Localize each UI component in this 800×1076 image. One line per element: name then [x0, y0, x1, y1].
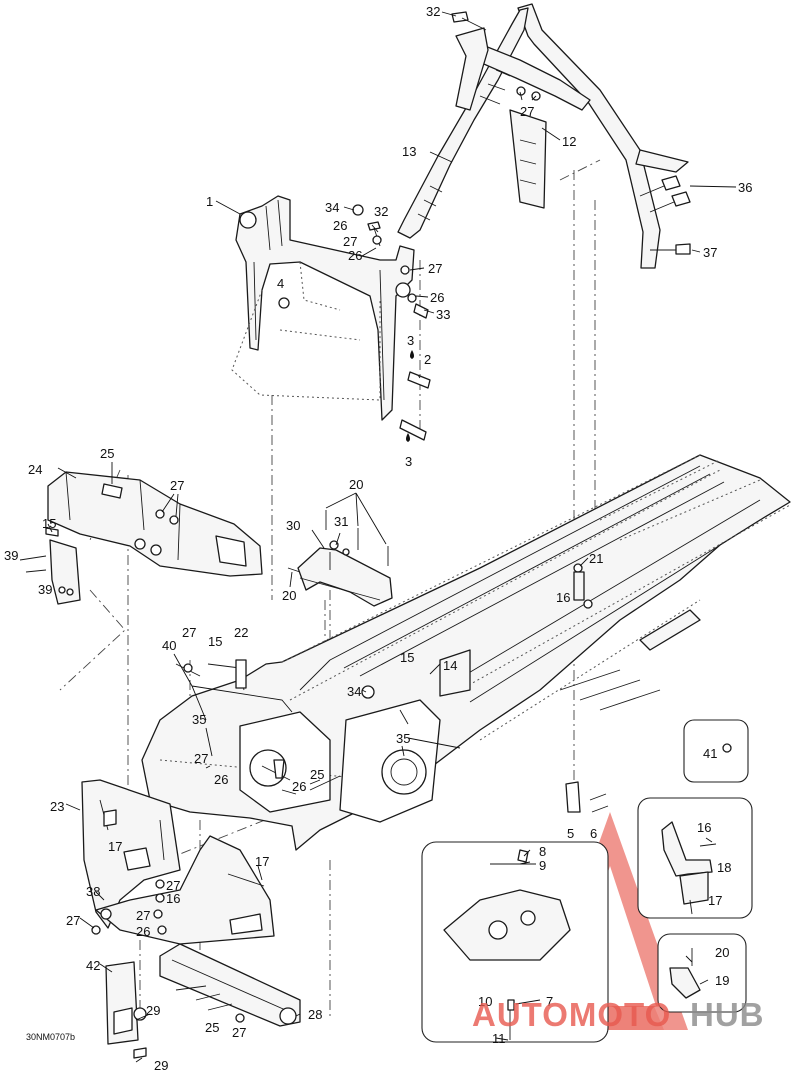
bolts-upper — [451, 11, 691, 255]
callout-31: 31 — [334, 514, 348, 529]
callout-35: 35 — [396, 731, 410, 746]
callout-26: 26 — [333, 218, 347, 233]
callout-20: 20 — [715, 945, 729, 960]
callout-26: 26 — [348, 248, 362, 263]
callout-29: 29 — [154, 1058, 168, 1073]
callout-39: 39 — [4, 548, 18, 563]
callout-25: 25 — [310, 767, 324, 782]
drawing-reference-code: 30NM0707b — [26, 1032, 75, 1042]
callout-32: 32 — [426, 4, 440, 19]
callout-17: 17 — [708, 893, 722, 908]
callout-25: 25 — [205, 1020, 219, 1035]
lower-cross-member — [105, 943, 301, 1059]
bracket-30 — [287, 510, 393, 607]
callout-17: 17 — [108, 839, 122, 854]
callout-1: 1 — [206, 194, 213, 209]
callout-7: 7 — [546, 994, 553, 1009]
callout-4: 4 — [277, 276, 284, 291]
callout-42: 42 — [86, 958, 100, 973]
detail-inset — [421, 841, 609, 1043]
watermark-brand-right: HUB — [690, 996, 765, 1033]
callout-27: 27 — [182, 625, 196, 640]
callout-28: 28 — [308, 1007, 322, 1022]
callout-20: 20 — [349, 477, 363, 492]
callout-15: 15 — [208, 634, 222, 649]
callout-11: 11 — [492, 1031, 506, 1046]
callout-26: 26 — [292, 779, 306, 794]
callout-26: 26 — [136, 924, 150, 939]
callout-38: 38 — [86, 884, 100, 899]
callout-10: 10 — [478, 994, 492, 1009]
callout-18: 18 — [717, 860, 731, 875]
callout-21: 21 — [589, 551, 603, 566]
steering-support-frame — [397, 3, 689, 269]
callout-29: 29 — [146, 1003, 160, 1018]
callout-26: 26 — [430, 290, 444, 305]
callout-23: 23 — [50, 799, 64, 814]
callout-37: 37 — [703, 245, 717, 260]
callout-41: 41 — [703, 746, 717, 761]
callout-labels: 32 27 12 13 36 37 1 34 32 26 27 26 27 4 … — [4, 4, 752, 1073]
callout-24: 24 — [28, 462, 42, 477]
callout-27: 27 — [232, 1025, 246, 1040]
callout-27: 27 — [136, 908, 150, 923]
callout-12: 12 — [562, 134, 576, 149]
callout-16: 16 — [556, 590, 570, 605]
callout-22: 22 — [234, 625, 248, 640]
callout-27: 27 — [343, 234, 357, 249]
callout-16: 16 — [697, 820, 711, 835]
callout-16: 16 — [166, 891, 180, 906]
side-panels — [81, 779, 275, 945]
callout-34: 34 — [325, 200, 339, 215]
inset-boxes-right — [637, 719, 753, 1013]
callout-3: 3 — [407, 333, 414, 348]
watermark-brand-text: AUTOMOTO HUB — [472, 996, 765, 1033]
callout-6: 6 — [590, 826, 597, 841]
callout-9: 9 — [539, 858, 546, 873]
cross-member-24 — [19, 471, 263, 605]
callout-20: 20 — [282, 588, 296, 603]
callout-15: 15 — [42, 516, 56, 531]
leader-lines — [47, 11, 737, 1063]
callout-32: 32 — [374, 204, 388, 219]
callout-25: 25 — [100, 446, 114, 461]
callout-34: 34 — [347, 684, 361, 699]
callout-27: 27 — [520, 104, 534, 119]
frame-fasteners — [278, 204, 431, 442]
callout-36: 36 — [738, 180, 752, 195]
callout-13: 13 — [402, 144, 416, 159]
callout-15: 15 — [400, 650, 414, 665]
callout-27: 27 — [428, 261, 442, 276]
callout-17: 17 — [255, 854, 269, 869]
callout-2: 2 — [424, 352, 431, 367]
callout-19: 19 — [715, 973, 729, 988]
callout-27: 27 — [194, 751, 208, 766]
callout-33: 33 — [436, 307, 450, 322]
watermark-brand-left: AUTOMOTO — [472, 996, 671, 1033]
callout-27: 27 — [170, 478, 184, 493]
callout-39: 39 — [38, 582, 52, 597]
callout-27: 27 — [66, 913, 80, 928]
callout-40: 40 — [162, 638, 176, 653]
callout-14: 14 — [443, 658, 457, 673]
callout-27: 27 — [166, 878, 180, 893]
callout-30: 30 — [286, 518, 300, 533]
callout-35: 35 — [192, 712, 206, 727]
callout-26: 26 — [214, 772, 228, 787]
callout-8: 8 — [539, 844, 546, 859]
callout-5: 5 — [567, 826, 574, 841]
tunnel-chassis — [141, 454, 791, 851]
callout-3: 3 — [405, 454, 412, 469]
front-frame-hoop — [231, 195, 415, 421]
